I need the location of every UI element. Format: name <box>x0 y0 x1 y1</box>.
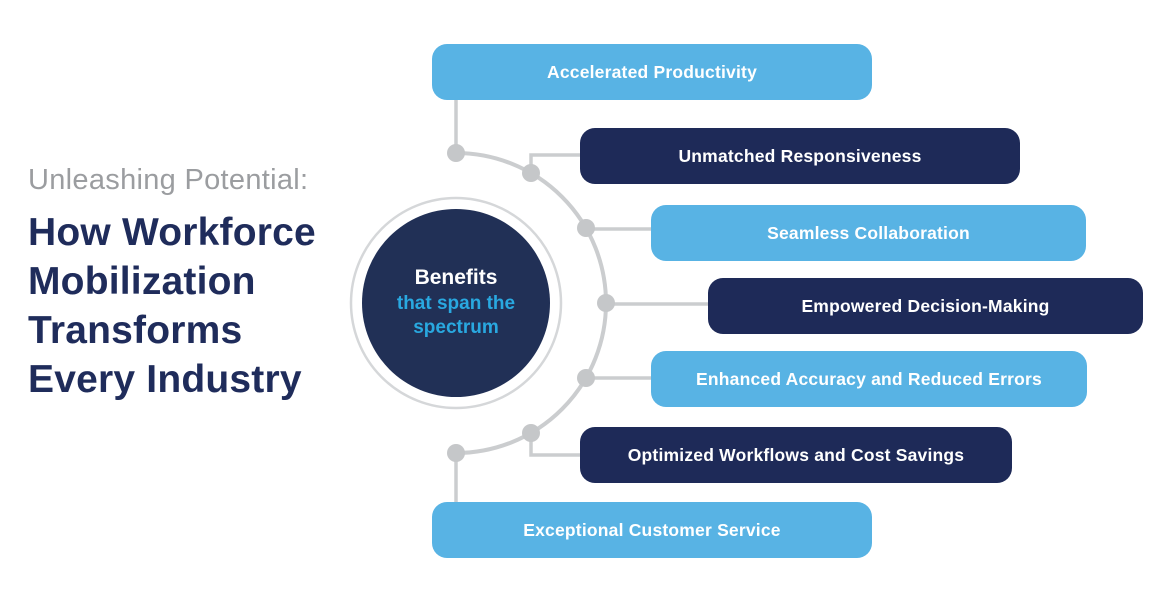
bar-label: Optimized Workflows and Cost Savings <box>627 444 965 465</box>
outer-ring <box>349 196 563 410</box>
bar-label: Enhanced Accuracy and Reduced Errors <box>696 368 1042 389</box>
bar-label: Exceptional Customer Service <box>523 519 781 540</box>
title-line: Mobilization <box>28 260 256 303</box>
bar-exceptional-customer-service: Exceptional Customer Service <box>432 502 872 558</box>
bar-label: Empowered Decision-Making <box>801 295 1050 316</box>
title-line: Transforms <box>28 309 243 352</box>
title-line: Every Industry <box>28 358 302 401</box>
bar-label: Seamless Collaboration <box>767 222 970 243</box>
node-dot <box>597 294 615 312</box>
title-line: How Workforce <box>28 211 316 254</box>
node-dot <box>577 369 595 387</box>
bar-empowered-decision-making: Empowered Decision-Making <box>708 278 1143 334</box>
node-dot <box>522 424 540 442</box>
center-heading: Benefits <box>414 266 498 290</box>
node-dot <box>522 164 540 182</box>
center-subheading: that span the spectrum <box>396 293 516 338</box>
center-benefits-circle: Benefits that span the spectrum <box>362 209 550 397</box>
bar-label: Accelerated Productivity <box>546 61 757 82</box>
title-eyebrow: Unleashing Potential: <box>28 164 309 196</box>
node-dot <box>447 144 465 162</box>
title-block: Unleashing Potential: How Workforce Mobi… <box>28 164 388 404</box>
bar-enhanced-accuracy: Enhanced Accuracy and Reduced Errors <box>651 351 1087 407</box>
node-dot <box>447 444 465 462</box>
bar-label: Unmatched Responsiveness <box>678 145 922 166</box>
page-title: How Workforce Mobilization Transforms Ev… <box>28 208 388 404</box>
bar-optimized-workflows: Optimized Workflows and Cost Savings <box>580 427 1012 483</box>
bar-accelerated-productivity: Accelerated Productivity <box>432 44 872 100</box>
bar-unmatched-responsiveness: Unmatched Responsiveness <box>580 128 1020 184</box>
bar-seamless-collaboration: Seamless Collaboration <box>651 205 1086 261</box>
node-dot <box>577 219 595 237</box>
